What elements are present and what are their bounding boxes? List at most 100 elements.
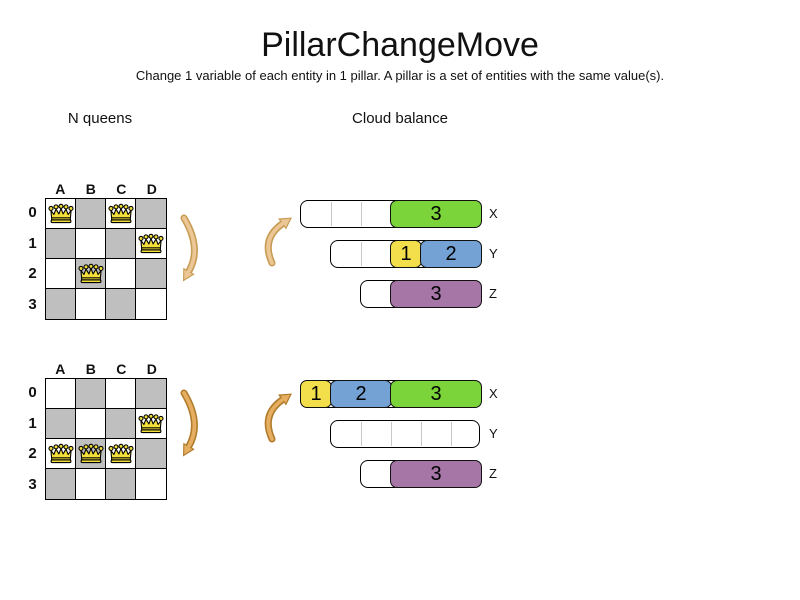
board-cell xyxy=(136,379,166,409)
bar-label: Z xyxy=(489,286,497,301)
queen-icon xyxy=(47,443,74,464)
move-arrow-cloud-bottom xyxy=(262,392,298,444)
board-cell xyxy=(46,259,76,289)
board-cell xyxy=(76,439,106,469)
board-cell xyxy=(106,259,136,289)
move-arrow-cloud-top xyxy=(262,216,298,268)
bar-after-x: 1 2 3 xyxy=(300,380,482,408)
bar-cell-divider xyxy=(361,242,362,266)
bar-before-x: 3 xyxy=(300,200,482,228)
board-cell xyxy=(46,199,76,229)
column-header: D xyxy=(146,361,157,377)
page-subtitle: Change 1 variable of each entity in 1 pi… xyxy=(135,68,665,83)
board-cell xyxy=(46,229,76,259)
bar-segment-value: 3 xyxy=(430,202,442,225)
bar-segment: 2 xyxy=(420,240,482,268)
board-cell xyxy=(76,289,106,319)
row-header: 2 xyxy=(28,445,37,462)
board-cell xyxy=(76,199,106,229)
bar-cell-divider xyxy=(331,202,332,226)
column-header: C xyxy=(116,181,127,197)
page-title: PillarChangeMove xyxy=(261,26,539,64)
column-headers: A B C D xyxy=(45,361,167,378)
column-header: B xyxy=(85,361,96,377)
board-cell xyxy=(46,409,76,439)
bar-segment: 1 xyxy=(300,380,332,408)
bar-cell-divider xyxy=(391,422,392,446)
board-cell xyxy=(106,229,136,259)
board-cell xyxy=(76,469,106,499)
bar-after-y xyxy=(330,420,480,448)
section-label-nqueens: N queens xyxy=(67,110,133,127)
board-cell xyxy=(46,439,76,469)
bar-label: Y xyxy=(489,246,498,261)
bar-segment-value: 2 xyxy=(445,242,457,265)
row-header: 0 xyxy=(28,384,37,401)
bar-segment-value: 2 xyxy=(355,382,367,405)
chessboard-before: A B C D 0 1 2 3 xyxy=(20,181,167,320)
queen-icon xyxy=(77,443,104,464)
bar-segment-value: 1 xyxy=(310,382,322,405)
board-cell xyxy=(136,469,166,499)
bar-segment: 2 xyxy=(330,380,392,408)
row-header: 1 xyxy=(28,414,37,432)
bar-segment: 1 xyxy=(390,240,422,268)
board-cell xyxy=(46,289,76,319)
bar-before-z: 3 xyxy=(360,280,482,308)
queen-icon xyxy=(77,263,104,284)
board-cell xyxy=(106,199,136,229)
bar-label: Z xyxy=(489,466,497,481)
board-cell xyxy=(46,469,76,499)
bar-segment: 3 xyxy=(390,200,482,228)
move-arrow-nqueens-top xyxy=(176,214,204,288)
queen-icon xyxy=(138,233,164,254)
board-cell xyxy=(136,199,166,229)
section-label-cloud-balance: Cloud balance xyxy=(352,110,448,127)
bar-cell-divider xyxy=(361,422,362,446)
board-grid xyxy=(45,378,167,500)
column-headers: A B C D xyxy=(45,181,167,198)
row-header: 2 xyxy=(28,265,37,282)
queen-icon xyxy=(138,413,164,434)
bar-segment-value: 3 xyxy=(430,282,442,305)
column-header: A xyxy=(55,361,66,377)
board-cell xyxy=(136,439,166,469)
board-cell xyxy=(46,379,76,409)
bar-segment: 3 xyxy=(390,380,482,408)
board-cell xyxy=(106,289,136,319)
column-header: D xyxy=(146,181,157,197)
bar-cell-divider xyxy=(421,422,422,446)
board-cell xyxy=(76,229,106,259)
queen-icon xyxy=(47,203,74,224)
board-cell xyxy=(76,379,106,409)
board-cell xyxy=(136,289,166,319)
board-cell xyxy=(136,259,166,289)
board-cell xyxy=(76,409,106,439)
bar-label: X xyxy=(489,386,498,401)
bar-segment: 3 xyxy=(390,280,482,308)
row-headers: 0 1 2 3 xyxy=(20,198,45,320)
column-header: A xyxy=(55,181,66,197)
column-header: C xyxy=(116,361,127,377)
row-header: 1 xyxy=(28,234,37,252)
queen-icon xyxy=(107,443,134,464)
bar-after-z: 3 xyxy=(360,460,482,488)
row-header: 0 xyxy=(28,204,37,221)
bar-cell-divider xyxy=(361,202,362,226)
bar-segment-value: 3 xyxy=(430,382,442,405)
column-header: B xyxy=(85,181,96,197)
board-cell xyxy=(106,439,136,469)
board-cell xyxy=(76,259,106,289)
bar-segment-value: 1 xyxy=(400,242,412,265)
move-arrow-nqueens-bottom xyxy=(176,389,204,463)
board-cell xyxy=(106,409,136,439)
bar-label: Y xyxy=(489,426,498,441)
bar-segment-value: 3 xyxy=(430,462,442,485)
queen-icon xyxy=(107,203,134,224)
board-grid xyxy=(45,198,167,320)
row-header: 3 xyxy=(28,295,37,313)
board-cell xyxy=(136,229,166,259)
